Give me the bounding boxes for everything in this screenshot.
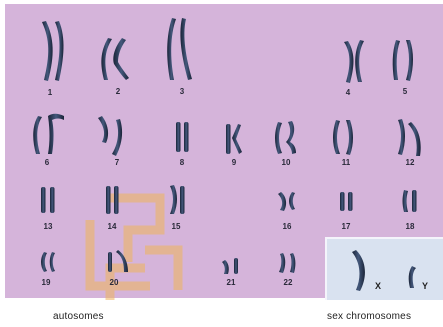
pair-number-16: 16 <box>275 222 299 231</box>
chromosome-pair-7 <box>98 116 122 156</box>
chromosome-pair-1 <box>42 21 64 81</box>
chromosome-pair-4 <box>344 40 364 83</box>
pair-number-1: 1 <box>38 88 62 97</box>
chromosome-pair-9 <box>226 124 242 154</box>
pair-number-20: 20 <box>102 278 126 287</box>
pair-number-13: 13 <box>36 222 60 231</box>
chromosome-pair-3 <box>167 18 192 80</box>
chromosome-pair-8 <box>176 122 189 152</box>
chromosome-pair-19 <box>41 252 55 272</box>
pair-number-7: 7 <box>105 158 129 167</box>
pair-number-8: 8 <box>170 158 194 167</box>
chromosome-pair-16 <box>278 192 295 211</box>
autosomes-caption: autosomes <box>53 311 104 322</box>
pair-number-2: 2 <box>106 87 130 96</box>
pair-number-19: 19 <box>34 278 58 287</box>
pair-number-17: 17 <box>334 222 358 231</box>
y-chromosome-label: Y <box>422 281 428 291</box>
chromosome-pair-18 <box>403 190 417 212</box>
chromosome-pair-17 <box>340 192 353 211</box>
pair-number-6: 6 <box>35 158 59 167</box>
pair-number-21: 21 <box>219 278 243 287</box>
pair-number-22: 22 <box>276 278 300 287</box>
chromosome-pair-2 <box>101 38 129 80</box>
chromosome-x <box>352 250 365 291</box>
x-chromosome-label: X <box>375 281 381 291</box>
sex-chromosomes-caption: sex chromosomes <box>327 311 411 322</box>
pair-number-3: 3 <box>170 87 194 96</box>
pair-number-4: 4 <box>336 88 360 97</box>
chromosome-pair-5 <box>393 40 413 81</box>
chromosome-pair-6 <box>33 114 64 154</box>
chromosome-pair-10 <box>275 121 296 154</box>
chromosome-pair-13 <box>41 187 55 213</box>
pair-number-12: 12 <box>398 158 422 167</box>
chromosome-pair-12 <box>398 119 421 156</box>
chromosome-pair-15 <box>170 185 185 214</box>
pair-number-9: 9 <box>222 158 246 167</box>
chromosome-pair-22 <box>279 253 295 273</box>
pair-number-11: 11 <box>334 158 358 167</box>
pair-number-14: 14 <box>100 222 124 231</box>
pair-number-10: 10 <box>274 158 298 167</box>
pair-number-5: 5 <box>393 87 417 96</box>
pair-number-15: 15 <box>164 222 188 231</box>
pair-number-18: 18 <box>398 222 422 231</box>
chromosome-y <box>409 266 416 288</box>
chromosome-pair-11 <box>333 120 353 155</box>
chromosome-pair-21 <box>222 258 238 274</box>
